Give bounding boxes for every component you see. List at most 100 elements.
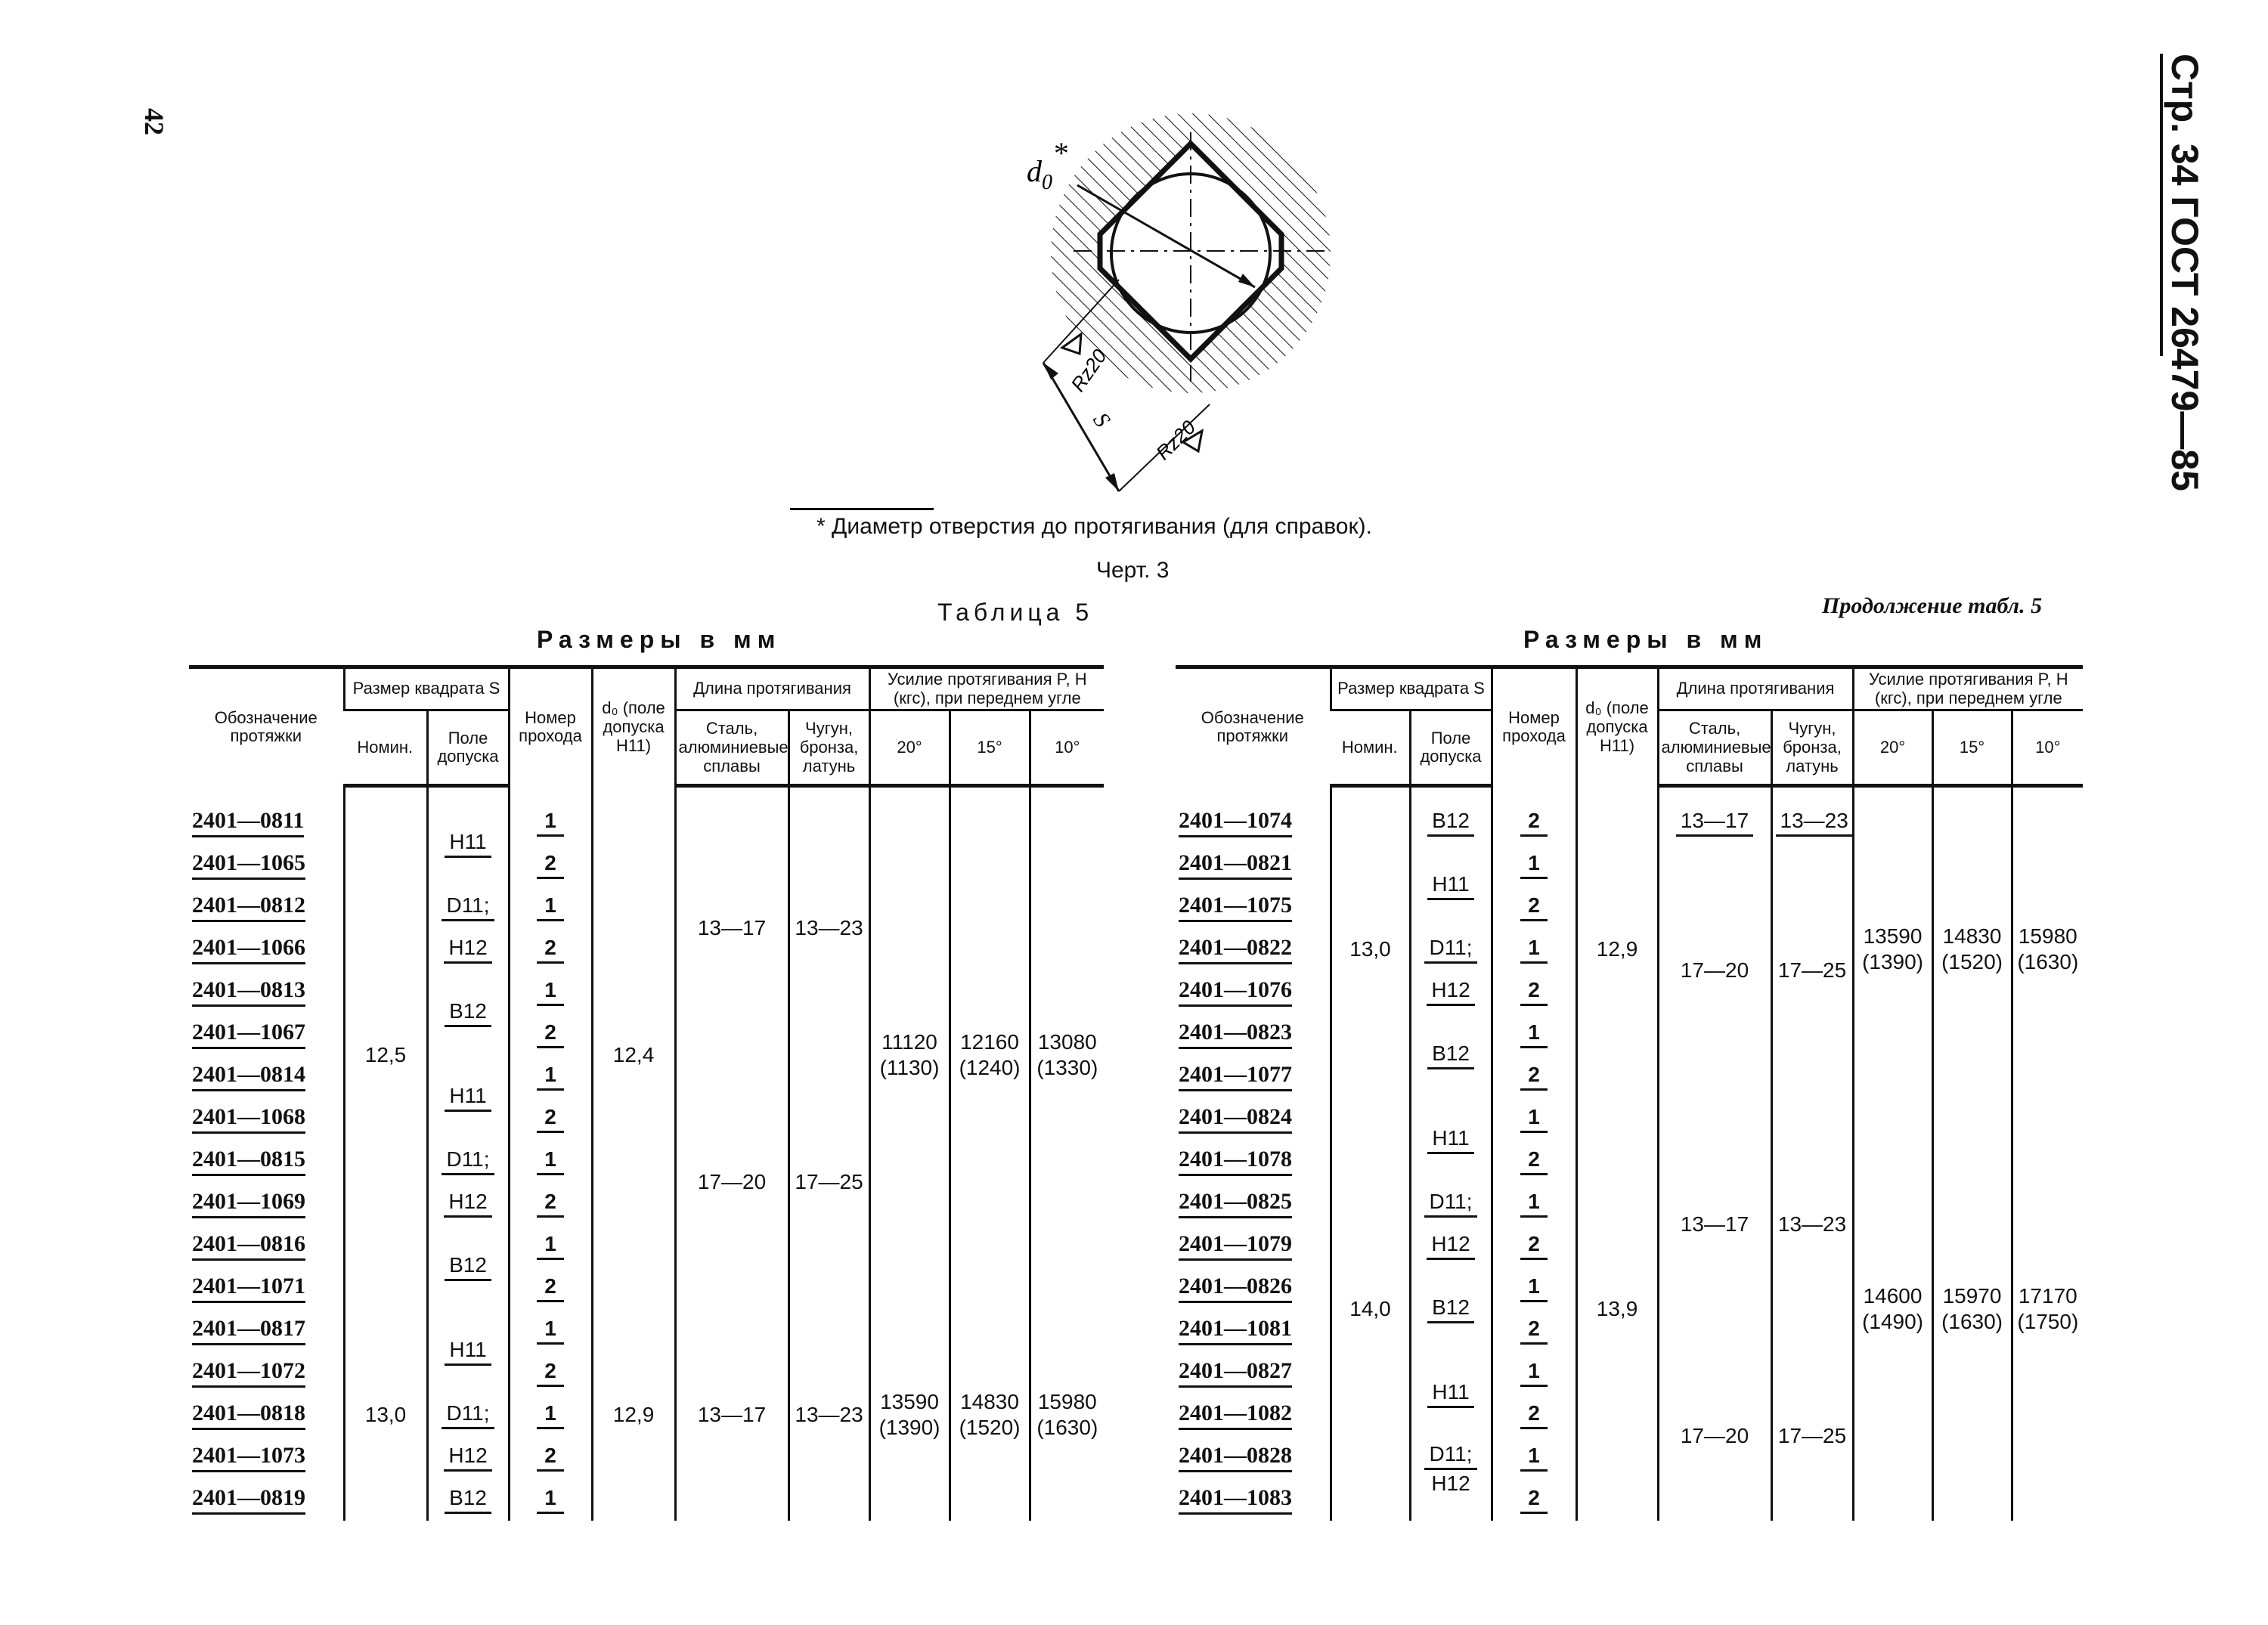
force-10: 15980(1630) bbox=[1028, 1309, 1105, 1521]
table-row-code: 2401—1068 bbox=[189, 1097, 344, 1140]
length-iron: 17—25 bbox=[1770, 1351, 1854, 1521]
table-row-code: 2401—1076 bbox=[1176, 970, 1331, 1013]
header-designation: Обозначение протяжки bbox=[1176, 664, 1331, 786]
do-value: 13,9 bbox=[1575, 1097, 1659, 1521]
header-iron: Чугун, бронза, латунь bbox=[787, 709, 870, 788]
header-do: d₀ (поле допуска H11) bbox=[590, 664, 676, 786]
table-row-code: 2401—0823 bbox=[1176, 1013, 1331, 1055]
nominal-value: 13,0 bbox=[342, 1309, 427, 1521]
tolerance-value: B12 bbox=[426, 1478, 510, 1521]
header-angle-10: 10° bbox=[1028, 709, 1105, 788]
table-row-code: 2401—1072 bbox=[189, 1351, 344, 1394]
pass-value: 1 bbox=[507, 1224, 593, 1268]
table-row-code: 2401—1067 bbox=[189, 1013, 344, 1055]
pass-value: 1 bbox=[507, 801, 593, 844]
tolerance-value: H11 bbox=[1408, 1351, 1492, 1437]
rz-label-lower: Rz20 bbox=[1151, 416, 1201, 465]
force-20: 13590(1390) bbox=[868, 1309, 950, 1521]
force-10: 15980(1630) bbox=[2010, 801, 2084, 1098]
pass-value: 1 bbox=[1490, 928, 1577, 971]
force-15: 14830(1520) bbox=[1931, 801, 2012, 1098]
units-label-right: Размеры в мм bbox=[1523, 626, 1768, 653]
pass-value: 1 bbox=[1490, 1097, 1577, 1141]
footnote-rule bbox=[790, 508, 934, 510]
table-row-code: 2401—0828 bbox=[1176, 1436, 1331, 1478]
force-20: 13590(1390) bbox=[1851, 801, 1933, 1098]
header-angle-15: 15° bbox=[1931, 709, 2012, 788]
table-row-code: 2401—0821 bbox=[1176, 843, 1331, 886]
table-row-code: 2401—0825 bbox=[1176, 1182, 1331, 1224]
header-square-size: Размер квадрата S bbox=[1329, 664, 1492, 712]
tolerance-value: B12 bbox=[426, 970, 510, 1056]
tolerance-value: H12 bbox=[1408, 970, 1492, 1014]
length-iron: 17—25 bbox=[1770, 843, 1854, 1098]
nominal-value: 14,0 bbox=[1329, 1097, 1410, 1521]
do-value: 12,9 bbox=[590, 1309, 676, 1521]
pass-value: 2 bbox=[1490, 1055, 1577, 1098]
pass-value: 2 bbox=[507, 928, 593, 971]
table-row-code: 2401—0824 bbox=[1176, 1097, 1331, 1140]
length-iron: 13—23 bbox=[787, 801, 870, 1056]
tolerance-value: D11;H12 bbox=[1408, 1436, 1492, 1521]
pass-value: 2 bbox=[1490, 801, 1577, 844]
table-row-code: 2401—1083 bbox=[1176, 1478, 1331, 1521]
table-row-code: 2401—1073 bbox=[189, 1436, 344, 1478]
tolerance-value: H11 bbox=[1408, 1097, 1492, 1183]
pass-value: 1 bbox=[507, 970, 593, 1014]
length-steel: 13—17 bbox=[674, 1309, 789, 1521]
pass-value: 1 bbox=[1490, 1013, 1577, 1056]
table-row-code: 2401—1065 bbox=[189, 843, 344, 886]
length-steel: 17—20 bbox=[1656, 843, 1772, 1098]
header-tolerance: Поле допуска bbox=[1408, 709, 1492, 788]
force-15: 15970(1630) bbox=[1931, 1097, 2012, 1521]
table-row-code: 2401—1081 bbox=[1176, 1309, 1331, 1351]
pass-value: 2 bbox=[1490, 970, 1577, 1014]
header-angle-20: 20° bbox=[868, 709, 950, 788]
footnote: * Диаметр отверстия до протягивания (для… bbox=[816, 514, 1372, 539]
tolerance-value: H11 bbox=[426, 801, 510, 887]
force-20: 11120(1130) bbox=[868, 801, 950, 1310]
header-pass-number: Номер прохода bbox=[507, 664, 593, 786]
cross-section-drawing: d0* Rz20 S Rz20 bbox=[1027, 113, 1331, 492]
table-row-code: 2401—0822 bbox=[1176, 928, 1331, 970]
table-row-code: 2401—1079 bbox=[1176, 1224, 1331, 1267]
tolerance-value: D11; bbox=[1408, 928, 1492, 971]
table-row-code: 2401—1069 bbox=[189, 1182, 344, 1224]
header-designation: Обозначение протяжки bbox=[189, 664, 344, 786]
header-do: d₀ (поле допуска H11) bbox=[1575, 664, 1659, 786]
pass-value: 2 bbox=[1490, 1394, 1577, 1437]
pass-value: 2 bbox=[507, 1351, 593, 1394]
header-force: Усилие протягивания P, Н (кгс), при пере… bbox=[1851, 664, 2084, 712]
tolerance-value: B12 bbox=[1408, 1267, 1492, 1352]
units-label-left: Размеры в мм bbox=[537, 626, 782, 653]
table-row-code: 2401—1078 bbox=[1176, 1140, 1331, 1182]
table-row-code: 2401—0814 bbox=[189, 1055, 344, 1097]
pass-value: 1 bbox=[507, 1394, 593, 1437]
pass-value: 2 bbox=[1490, 1309, 1577, 1352]
tolerance-value: H12 bbox=[426, 1182, 510, 1225]
length-iron: 17—25 bbox=[787, 1055, 870, 1310]
table-row-code: 2401—1082 bbox=[1176, 1394, 1331, 1436]
table-row-code: 2401—0819 bbox=[189, 1478, 344, 1521]
pass-value: 2 bbox=[1490, 886, 1577, 929]
pass-value: 2 bbox=[1490, 1478, 1577, 1521]
table-left: Обозначение протяжки Размер квадрата S Н… bbox=[189, 664, 1105, 1521]
pass-value: 1 bbox=[507, 1055, 593, 1098]
force-20: 14600(1490) bbox=[1851, 1097, 1933, 1521]
header-force: Усилие протягивания P, Н (кгс), при пере… bbox=[868, 664, 1105, 712]
table-title: Таблица 5 bbox=[937, 599, 1094, 626]
tolerance-value: B12 bbox=[1408, 1013, 1492, 1098]
do-value: 12,9 bbox=[1575, 801, 1659, 1098]
pass-value: 2 bbox=[507, 1436, 593, 1479]
tolerance-value: D11; bbox=[1408, 1182, 1492, 1225]
table-row-code: 2401—0811 bbox=[189, 801, 344, 843]
length-iron: 13—23 bbox=[787, 1309, 870, 1521]
pass-value: 1 bbox=[1490, 1436, 1577, 1479]
length-iron: 13—23 bbox=[1770, 801, 1854, 844]
header-broaching-length: Длина протягивания bbox=[1656, 664, 1854, 712]
table-row-code: 2401—1074 bbox=[1176, 801, 1331, 843]
table-row-code: 2401—0818 bbox=[189, 1394, 344, 1436]
pass-value: 2 bbox=[507, 1267, 593, 1310]
tolerance-value: H12 bbox=[426, 928, 510, 971]
header-angle-20: 20° bbox=[1851, 709, 1933, 788]
